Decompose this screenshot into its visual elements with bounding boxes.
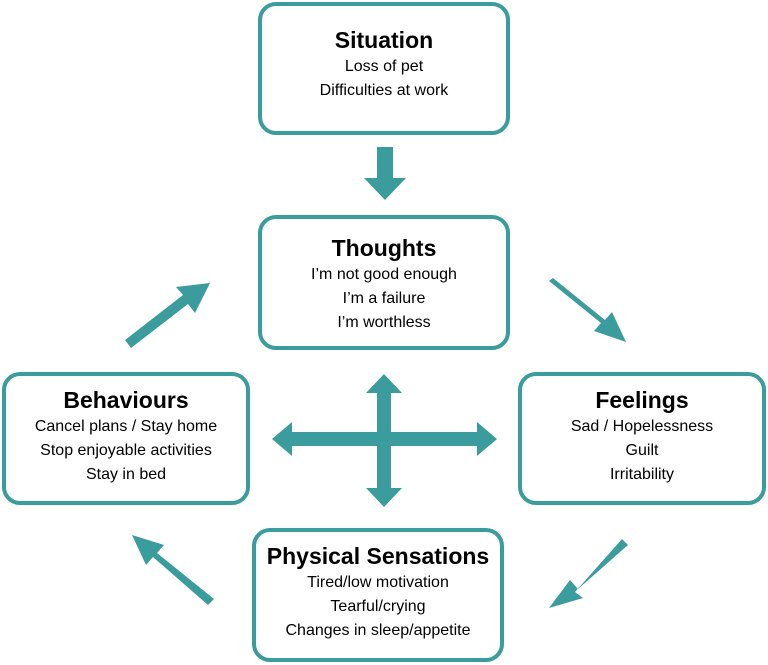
situation-title: Situation [334,27,434,53]
arrow-situation-to-thoughts [364,147,406,200]
thoughts-line: I’m not good enough [311,266,457,283]
feelings-title: Feelings [595,387,689,413]
feelings-box: Feelings Sad / Hopelessness Guilt Irrita… [518,372,766,505]
feelings-line: Guilt [625,442,659,459]
feelings-line: Irritability [609,466,674,483]
behaviours-line: Stop enjoyable activities [40,442,212,459]
arrow-thoughts-to-feelings [549,278,626,342]
physical-sensations-title: Physical Sensations [266,543,490,569]
physical-sensations-box: Physical Sensations Tired/low motivation… [252,528,504,662]
arrow-behaviours-to-thoughts [125,283,210,348]
physical-sensations-line: Tearful/crying [330,598,426,615]
physical-sensations-line: Changes in sleep/appetite [285,622,471,639]
situation-line: Loss of pet [344,58,424,75]
physical-sensations-line: Tired/low motivation [307,574,449,591]
double-arrow-behaviours-feelings [272,422,497,456]
thoughts-line: I’m worthless [337,314,431,331]
arrow-feelings-to-physical [549,539,628,608]
thoughts-title: Thoughts [331,235,437,261]
situation-box: Situation Loss of pet Difficulties at wo… [258,2,510,135]
behaviours-line: Stay in bed [85,466,167,483]
feelings-line: Sad / Hopelessness [570,418,714,435]
situation-line: Difficulties at work [319,82,449,99]
behaviours-title: Behaviours [63,387,189,413]
arrow-physical-to-behaviours [132,535,214,605]
behaviours-line: Cancel plans / Stay home [34,418,218,435]
thoughts-box: Thoughts I’m not good enough I’m a failu… [258,215,510,350]
thoughts-line: I’m a failure [342,290,426,307]
behaviours-box: Behaviours Cancel plans / Stay home Stop… [2,372,250,505]
